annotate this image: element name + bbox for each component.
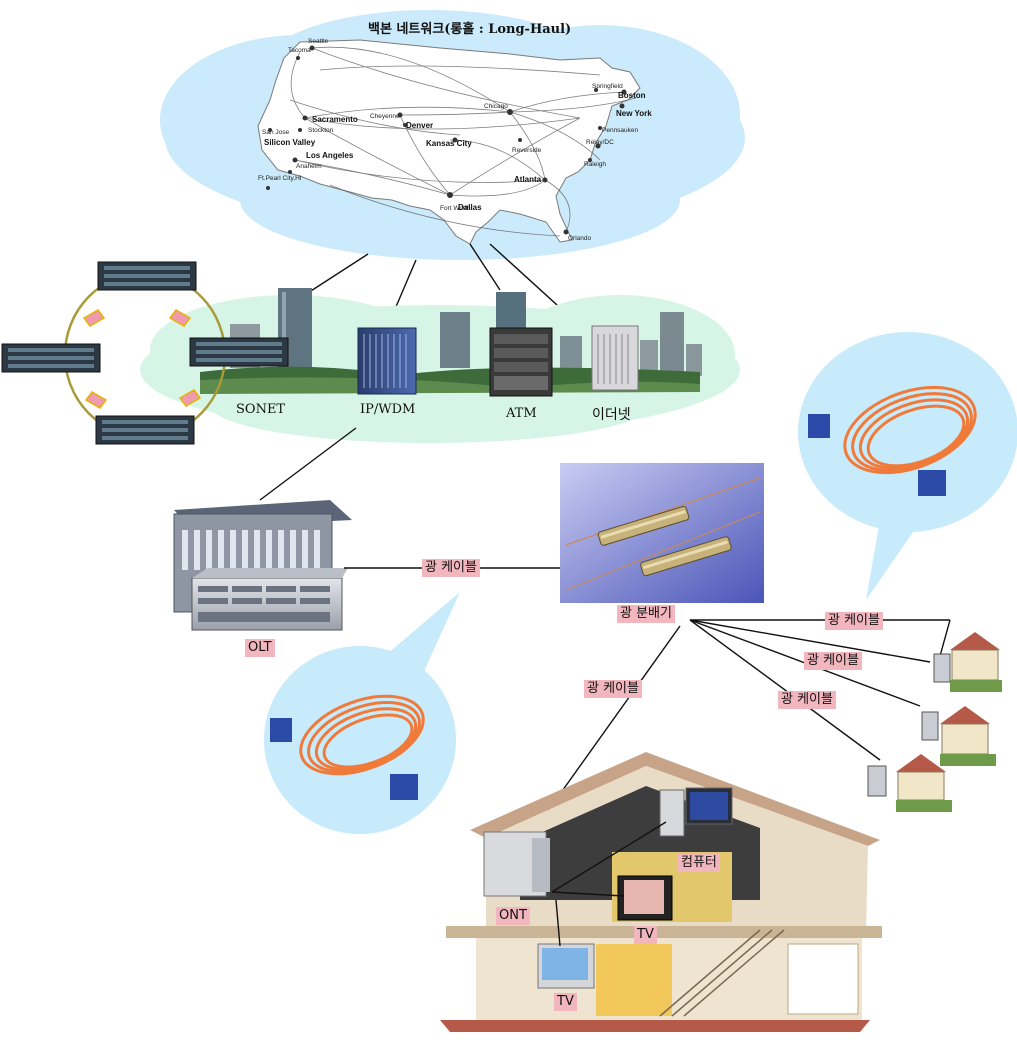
city-label: Seattle: [308, 38, 329, 45]
fiber-cable-label: 광 케이블: [584, 680, 642, 698]
sonet-ring: [1, 261, 289, 445]
computer-label: 컴퓨터: [678, 854, 720, 872]
city-label: Atlanta: [514, 175, 542, 184]
fiber-cable-label: 광 케이블: [804, 652, 862, 670]
city-label: Los Angeles: [306, 151, 354, 160]
cutaway-house: [440, 752, 882, 1032]
city-label: Silicon Valley: [264, 138, 316, 147]
sonet-label: SONET: [236, 402, 286, 417]
tv-label-downstairs: TV: [554, 993, 577, 1011]
city-label: Raleigh: [584, 161, 606, 168]
city-label: Ft.Pearl City,HI: [258, 175, 302, 182]
city-label: Chicago: [484, 103, 508, 110]
city-label: Sacramento: [312, 115, 358, 124]
house-2: [921, 706, 996, 766]
city-label: Denver: [406, 121, 433, 130]
city-label: Kansas City: [426, 139, 472, 148]
olt-label: OLT: [245, 639, 275, 657]
city-label: Boston: [618, 91, 646, 100]
city-label: San Jose: [262, 129, 289, 136]
house-1: [933, 632, 1002, 692]
fiber-bubble-right: [798, 332, 1017, 600]
house-3: [867, 754, 952, 812]
city-label: Stockton: [308, 127, 334, 134]
fiber-cable-label: 광 케이블: [825, 612, 883, 630]
metro-olt-link: [259, 427, 357, 501]
tv-label-upstairs: TV: [634, 926, 657, 944]
us-map: Seattle Tacoma Sacramento Stockton San J…: [257, 38, 652, 245]
optical-splitter: [560, 463, 764, 603]
fiber-bubble-left: [264, 592, 460, 834]
city-label: New York: [616, 109, 652, 118]
city-label: Dallas: [458, 203, 482, 212]
city-label: Springfield: [592, 83, 623, 90]
olt-equipment: [173, 500, 352, 631]
ethernet-switch: [591, 325, 639, 391]
city-label: Fort Worth: [440, 205, 471, 212]
city-label: Relay/DC: [586, 139, 614, 146]
ont-label: ONT: [496, 907, 530, 925]
backbone-title: 백본 네트워크(롱홀 : Long-Haul): [368, 22, 572, 37]
city-label: Cheyenne: [370, 113, 400, 120]
fiber-cable-label: 광 케이블: [778, 691, 836, 709]
ip-wdm-label: IP/WDM: [360, 402, 416, 417]
city-label: Orlando: [568, 235, 592, 242]
ethernet-label: 이더넷: [592, 407, 631, 423]
atm-label: ATM: [506, 406, 537, 421]
fiber-cable-label: 광 케이블: [422, 559, 480, 577]
city-label: Anaheim: [296, 163, 322, 170]
atm-rack: [489, 327, 553, 397]
city-label: Pennsauken: [602, 127, 639, 134]
splitter-label: 광 분배기: [617, 605, 675, 623]
city-label: Reverside: [512, 147, 542, 154]
city-label: Tacoma: [288, 47, 311, 54]
ip-wdm-rack: [357, 327, 417, 395]
